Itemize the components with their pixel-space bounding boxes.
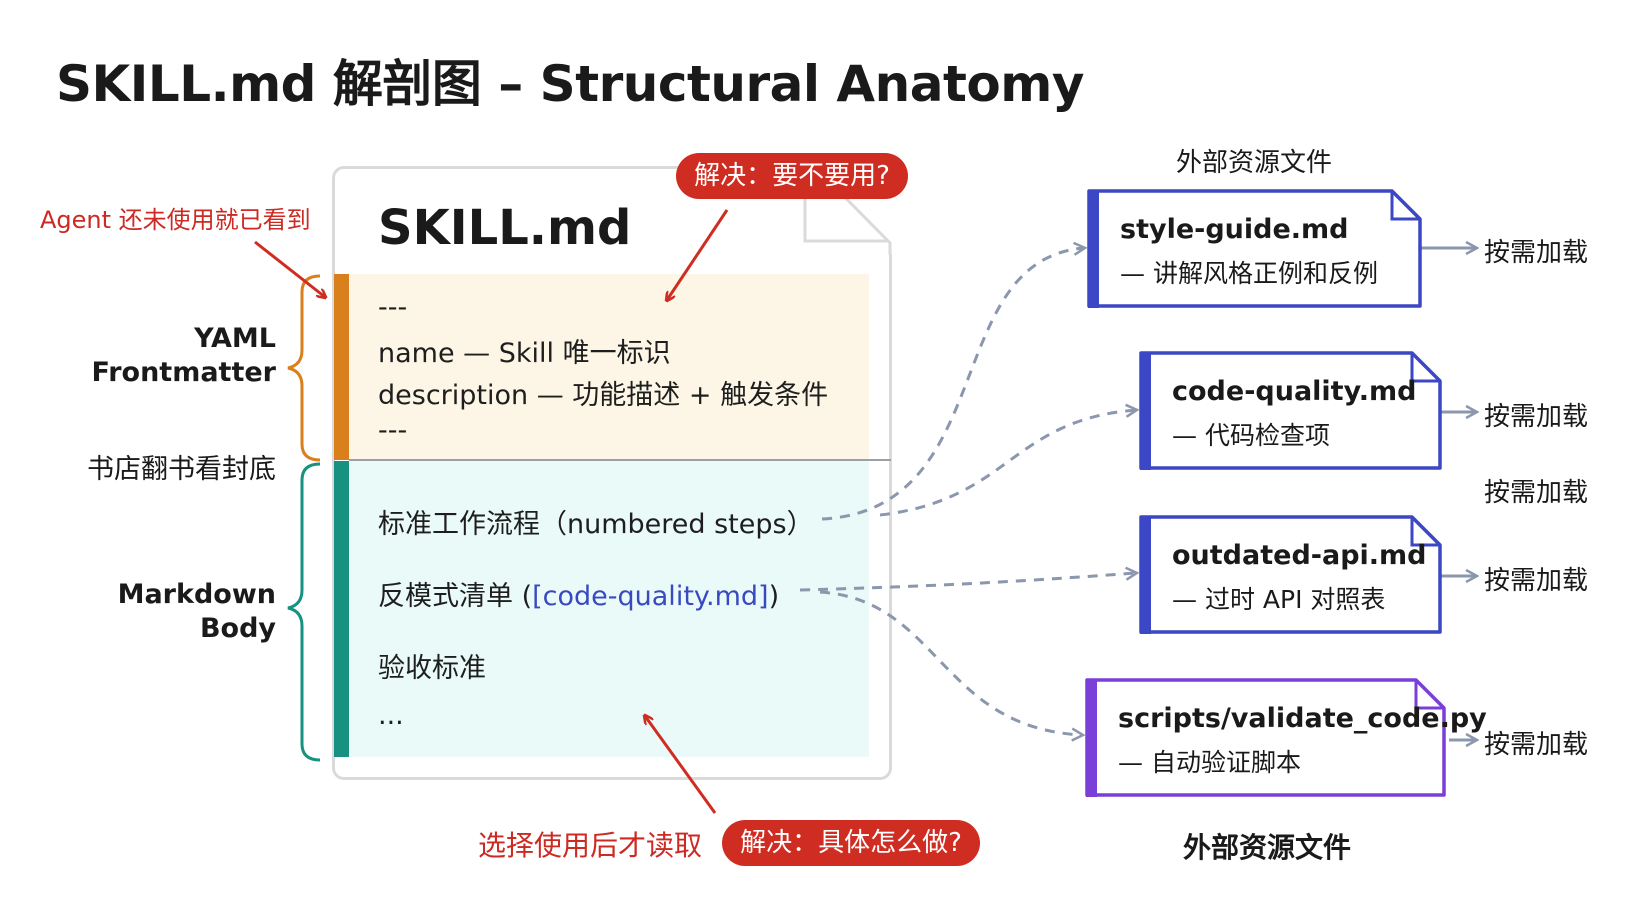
resource-name: outdated-api.md bbox=[1172, 540, 1427, 571]
section-divider bbox=[349, 459, 891, 461]
anti-pattern-suffix: ) bbox=[768, 581, 780, 612]
markdown-label-line1: Markdown bbox=[117, 579, 276, 610]
yaml-frontmatter-section bbox=[334, 274, 869, 460]
connector-style-guide bbox=[821, 248, 1084, 521]
yaml-delimiter-open: --- bbox=[378, 292, 408, 323]
load-on-demand-label: 按需加载 bbox=[1484, 730, 1589, 760]
yaml-delimiter-close: --- bbox=[378, 415, 408, 446]
code-quality-link[interactable]: [code-quality.md] bbox=[532, 581, 769, 612]
agent-preview-note: Agent 还未使用就已看到 bbox=[40, 206, 311, 234]
resource-file-shape bbox=[1139, 515, 1442, 634]
top-pill-arrow bbox=[667, 209, 729, 300]
page-title: SKILL.md 解剖图 – Structural Anatomy bbox=[56, 55, 1084, 113]
resource-file-shape bbox=[1085, 678, 1446, 797]
resource-name: scripts/validate_code.py bbox=[1118, 703, 1487, 734]
external-files-caption-bottom: 外部资源文件 bbox=[1183, 831, 1352, 864]
body-brace bbox=[287, 462, 321, 762]
yaml-name-field: name — Skill 唯一标识 bbox=[378, 338, 671, 369]
agent-note-arrow bbox=[254, 240, 325, 297]
read-on-use-note: 选择使用后才读取 bbox=[478, 829, 703, 862]
bottom-note-arrow bbox=[645, 716, 717, 814]
yaml-description-field: description — 功能描述 + 触发条件 bbox=[378, 380, 829, 411]
yaml-accent-bar bbox=[334, 274, 349, 460]
body-accent-bar bbox=[334, 461, 349, 757]
body-anti-pattern-line: 反模式清单 ([code-quality.md]) bbox=[378, 574, 779, 613]
external-files-caption-top: 外部资源文件 bbox=[1176, 148, 1333, 178]
body-ellipsis: ... bbox=[378, 700, 404, 731]
resource-name: code-quality.md bbox=[1172, 376, 1417, 407]
resource-file-shape bbox=[1087, 189, 1422, 308]
resource-desc: — 过时 API 对照表 bbox=[1172, 585, 1386, 614]
anti-pattern-prefix: 反模式清单 ( bbox=[378, 581, 533, 612]
body-acceptance-line: 验收标准 bbox=[378, 653, 486, 684]
body-workflow-line: 标准工作流程（numbered steps） bbox=[378, 509, 814, 540]
decide-how-pill: 解决：具体怎么做? bbox=[722, 820, 980, 866]
resource-desc: — 代码检查项 bbox=[1172, 421, 1330, 450]
resource-card-code-quality[interactable]: code-quality.md — 代码检查项 bbox=[1138, 350, 1444, 472]
connector-code-quality bbox=[879, 410, 1136, 517]
load-on-demand-label: 按需加载 bbox=[1484, 402, 1589, 432]
connector-validate-script bbox=[819, 590, 1082, 735]
markdown-body-section bbox=[334, 461, 869, 757]
yaml-frontmatter-label: YAML Frontmatter bbox=[60, 322, 276, 390]
load-on-demand-label-extra: 按需加载 bbox=[1484, 478, 1589, 508]
yaml-label-line2: Frontmatter bbox=[91, 357, 276, 388]
resource-card-validate-script[interactable]: scripts/validate_code.py — 自动验证脚本 bbox=[1084, 677, 1487, 799]
yaml-label-line1: YAML bbox=[194, 323, 276, 354]
load-on-demand-label: 按需加载 bbox=[1484, 566, 1589, 596]
connector-outdated-api bbox=[799, 573, 1136, 592]
markdown-body-label: Markdown Body bbox=[60, 578, 276, 646]
yaml-brace bbox=[287, 274, 321, 462]
resource-name: style-guide.md bbox=[1120, 214, 1349, 245]
bookstore-analogy-label: 书店翻书看封底 bbox=[87, 454, 276, 485]
markdown-label-line2: Body bbox=[199, 613, 276, 644]
load-on-demand-label: 按需加载 bbox=[1484, 238, 1589, 268]
skill-filename: SKILL.md bbox=[378, 200, 632, 256]
resource-card-style-guide[interactable]: style-guide.md — 讲解风格正例和反例 bbox=[1086, 188, 1424, 310]
resource-desc: — 讲解风格正例和反例 bbox=[1120, 259, 1378, 288]
resource-desc: — 自动验证脚本 bbox=[1118, 748, 1301, 777]
resource-card-outdated-api[interactable]: outdated-api.md — 过时 API 对照表 bbox=[1138, 514, 1444, 636]
decide-whether-pill: 解决：要不要用? bbox=[676, 153, 908, 199]
resource-file-shape bbox=[1139, 351, 1442, 470]
